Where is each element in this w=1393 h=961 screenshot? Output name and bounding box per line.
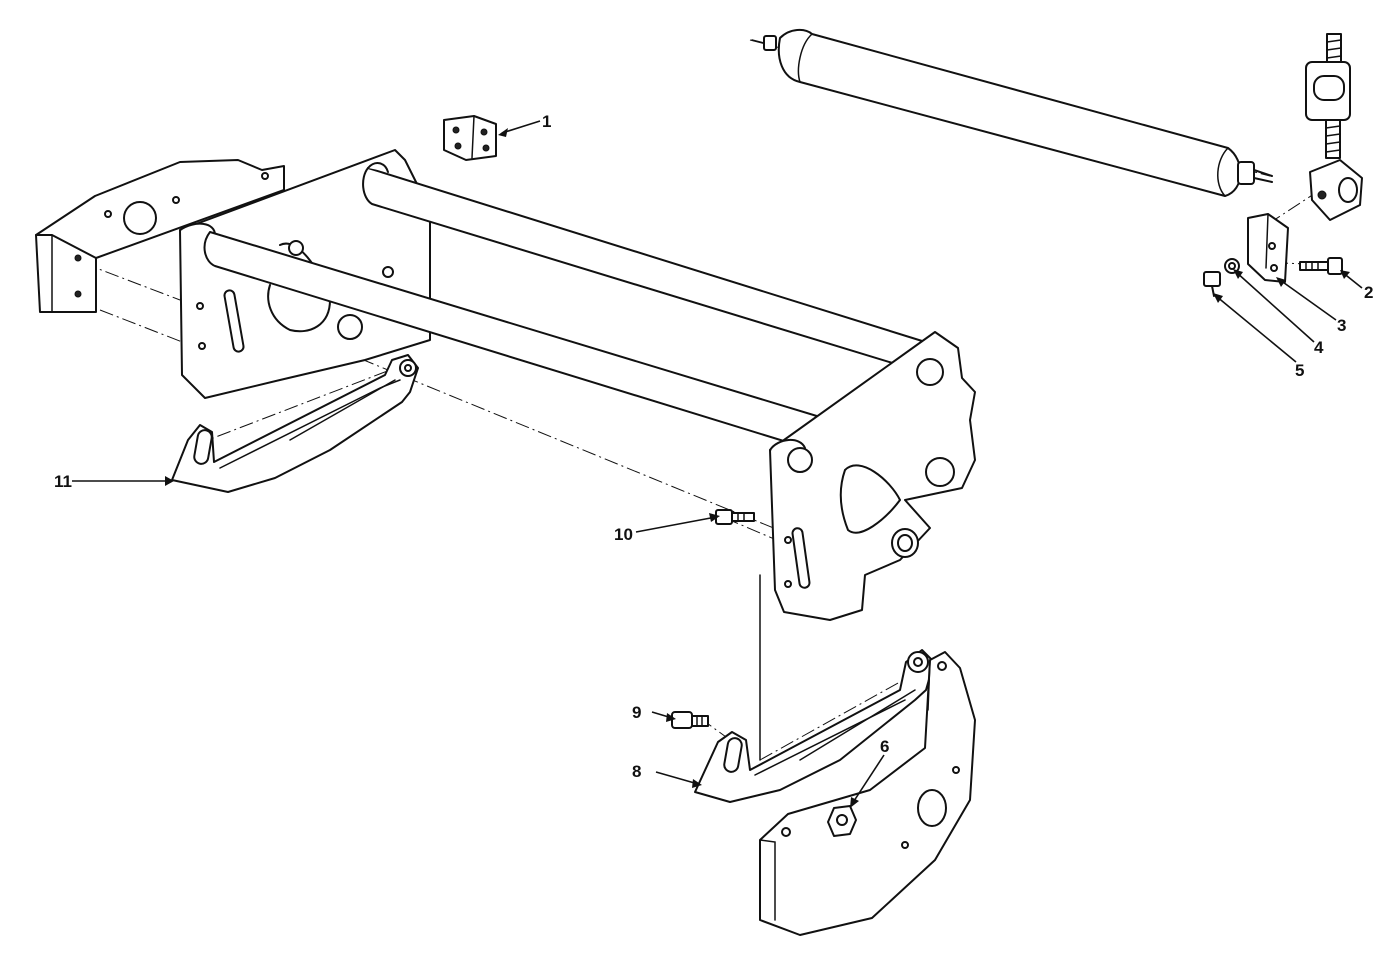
callout-9: 9	[632, 703, 641, 722]
callout-leaders	[72, 120, 1363, 808]
callout-labels: 1 2 3 4 5 6 8 9 10 11	[54, 112, 1373, 781]
screw-5	[1203, 271, 1221, 297]
main-frame	[179, 149, 976, 761]
callout-1: 1	[542, 112, 551, 131]
callout-11: 11	[54, 472, 72, 491]
nut-6	[827, 805, 857, 837]
callout-5: 5	[1295, 361, 1304, 380]
screw-10	[715, 509, 755, 525]
left-end-cap	[35, 159, 285, 313]
bracket-1	[443, 115, 497, 161]
callout-3: 3	[1337, 316, 1346, 335]
callout-4: 4	[1314, 338, 1324, 357]
callout-2: 2	[1364, 283, 1373, 302]
side-bracket-11	[171, 354, 419, 493]
side-bracket-8	[694, 649, 935, 803]
shoulder-screw-9	[671, 711, 709, 729]
callout-8: 8	[632, 762, 641, 781]
washer-4	[1224, 258, 1240, 274]
callout-6: 6	[880, 737, 889, 756]
screw-2	[1299, 257, 1343, 275]
roller	[751, 28, 1273, 197]
callout-10: 10	[614, 525, 633, 544]
right-end-cap	[759, 651, 976, 936]
adjuster-assembly	[1305, 33, 1363, 221]
bracket-3	[1247, 213, 1289, 283]
